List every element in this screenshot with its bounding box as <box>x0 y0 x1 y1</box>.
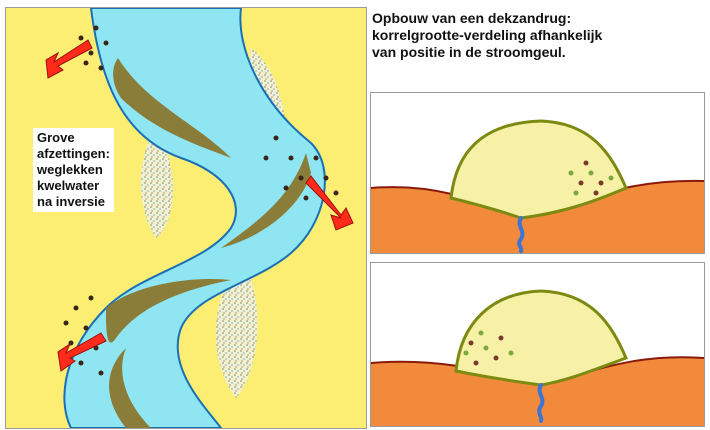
left-label-line-1: Grove <box>37 130 110 146</box>
left-label-line-5: na inversie <box>37 194 110 210</box>
meander-svg <box>6 8 366 428</box>
cross-section-top <box>370 92 705 254</box>
title-line-1: Opbouw van een dekzandrug: <box>372 10 702 27</box>
left-label-line-2: afzettingen: <box>37 146 110 162</box>
diagram-title: Opbouw van een dekzandrug: korrelgrootte… <box>372 10 702 61</box>
cross-section-top-svg <box>371 93 704 253</box>
coarse-deposits-label: Grove afzettingen: weglekken kwelwater n… <box>33 128 114 212</box>
left-label-line-4: kwelwater <box>37 178 110 194</box>
left-label-line-3: weglekken <box>37 162 110 178</box>
meander-map: Grove afzettingen: weglekken kwelwater n… <box>5 7 367 429</box>
title-line-3: van positie in de stroomgeul. <box>372 44 702 61</box>
cross-section-bottom-svg <box>371 263 704 426</box>
title-line-2: korrelgrootte-verdeling afhankelijk <box>372 27 702 44</box>
cross-section-bottom <box>370 262 705 427</box>
